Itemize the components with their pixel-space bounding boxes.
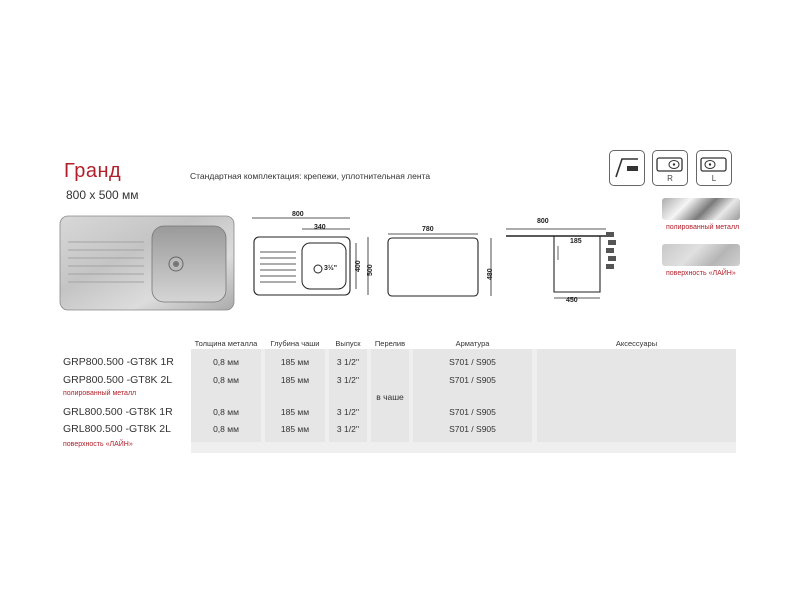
header-outlet: Выпуск <box>335 339 361 348</box>
standard-kit-text: Стандартная комплектация: крепежи, уплот… <box>190 171 431 181</box>
header-thickness: Толщина металла <box>194 339 258 348</box>
col-thickness <box>191 349 261 442</box>
depth-row-1: 185 мм <box>280 357 310 367</box>
model-row-4: GRL800.500 -GT8K 2L <box>63 423 171 435</box>
top-width-label: 800 <box>292 211 304 218</box>
col-fittings <box>413 349 532 442</box>
section-width-label: 800 <box>537 218 549 225</box>
note-polished: полированный металл <box>63 390 137 397</box>
header-overflow: Перелив <box>374 339 406 348</box>
note-line-surface: поверхность «ЛАЙН» <box>63 441 133 448</box>
fittings-row-4: S701 / S905 <box>449 424 496 434</box>
col-overflow <box>371 349 409 442</box>
outlet-row-1: 3 1/2'' <box>336 357 360 367</box>
col-outlet <box>329 349 367 442</box>
line-surface-label: поверхность «ЛАЙН» <box>666 270 736 277</box>
thickness-row-3: 0,8 мм <box>213 407 239 417</box>
drain-label: 3½" <box>324 265 338 272</box>
section-depth-label: 185 <box>570 238 582 245</box>
depth-row-3: 185 мм <box>280 407 310 417</box>
model-row-3: GRL800.500 -GT8K 1R <box>63 406 173 418</box>
model-row-2: GRP800.500 -GT8K 2L <box>63 374 173 386</box>
thickness-row-4: 0,8 мм <box>213 424 239 434</box>
bowl-right-icon: R <box>652 150 688 186</box>
depth-row-4: 185 мм <box>280 424 310 434</box>
fittings-row-2: S701 / S905 <box>449 375 496 385</box>
header-fittings: Арматура <box>455 339 490 348</box>
cutout-width-label: 780 <box>422 226 434 233</box>
depth-row-2: 185 мм <box>280 375 310 385</box>
line-surface-swatch <box>662 244 740 266</box>
total-depth-label: 500 <box>367 264 374 276</box>
model-row-1: GRP800.500 -GT8K 1R <box>63 356 174 368</box>
thickness-row-1: 0,8 мм <box>213 357 239 367</box>
thickness-row-2: 0,8 мм <box>213 375 239 385</box>
cutout-depth-label: 480 <box>487 268 494 280</box>
sink-photo <box>58 212 236 319</box>
outlet-row-3: 3 1/2'' <box>336 407 360 417</box>
col-depth <box>265 349 325 442</box>
outlet-row-2: 3 1/2'' <box>336 375 360 385</box>
cutout-depth-line <box>488 236 494 303</box>
cutout-drawing <box>384 224 484 309</box>
header-depth: Глубина чаши <box>270 339 320 348</box>
col-accessories <box>537 349 736 442</box>
bowl-depth-label: 400 <box>355 260 362 272</box>
top-view-drawing <box>246 212 384 309</box>
mount-type-icon <box>609 150 645 186</box>
outlet-row-4: 3 1/2'' <box>336 424 360 434</box>
bowl-width-label: 340 <box>314 224 326 231</box>
overflow-value: в чаше <box>376 392 404 402</box>
product-size: 800 х 500 мм <box>66 188 139 202</box>
fittings-row-1: S701 / S905 <box>449 357 496 367</box>
product-title: Гранд <box>64 160 122 182</box>
fittings-row-3: S701 / S905 <box>449 407 496 417</box>
polished-metal-label: полированный металл <box>666 224 740 231</box>
polished-metal-swatch <box>662 198 740 220</box>
section-bowl-label: 450 <box>566 297 578 304</box>
header-accessories: Аксессуары <box>615 339 658 348</box>
section-drawing <box>502 222 642 307</box>
bowl-left-icon: L <box>696 150 732 186</box>
